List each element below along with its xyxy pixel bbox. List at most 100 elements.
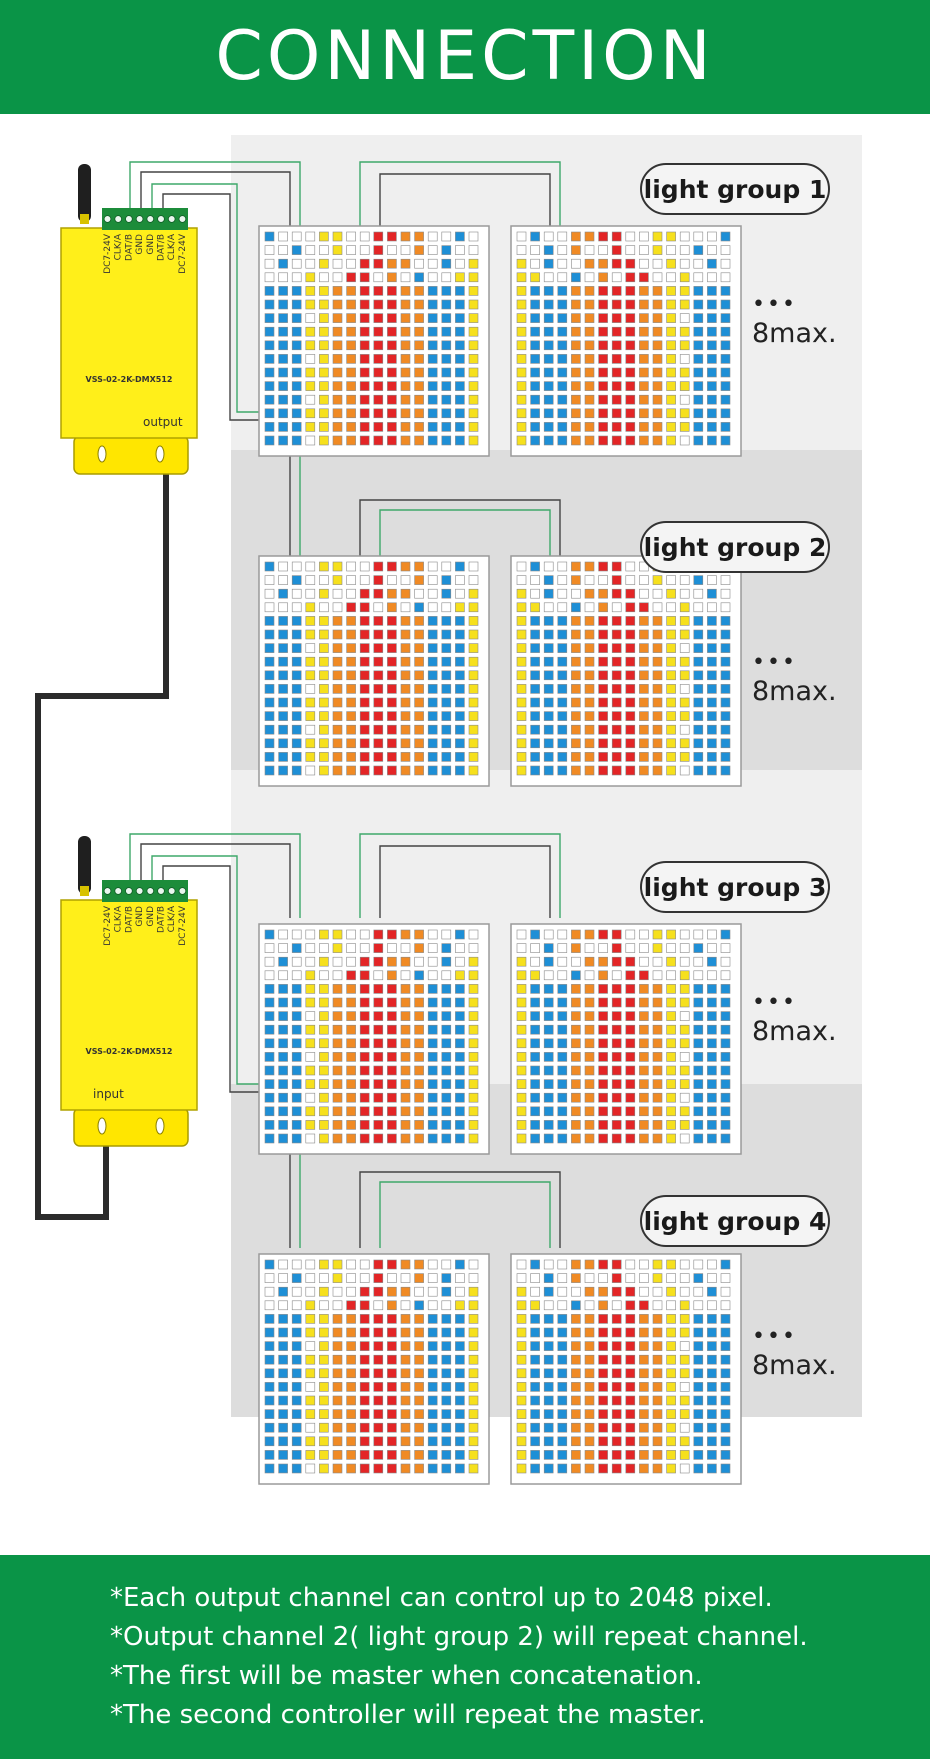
led-pixel (278, 1286, 288, 1297)
led-pixel (543, 408, 554, 419)
led-pixel (666, 231, 676, 242)
led-pixel (373, 1120, 384, 1130)
led-pixel (319, 258, 329, 269)
led-pixel (359, 575, 370, 585)
led-pixel (571, 1286, 581, 1297)
led-pixel (584, 1395, 595, 1406)
led-pixel (373, 643, 384, 653)
led-pixel (693, 313, 704, 323)
led-pixel (625, 422, 636, 432)
led-pixel (373, 1286, 384, 1297)
led-pixel (557, 231, 568, 242)
led-pixel (679, 1106, 690, 1117)
led-pixel (278, 724, 288, 735)
led-pixel (516, 943, 527, 953)
led-pixel (278, 1273, 288, 1283)
led-pixel (441, 1065, 452, 1076)
led-pixel (468, 1300, 479, 1311)
led-pixel (278, 245, 288, 255)
led-pixel (666, 752, 676, 762)
led-pixel (557, 1409, 568, 1419)
led-pixel (373, 1092, 384, 1103)
led-pixel (543, 286, 554, 296)
led-pixel (455, 738, 465, 749)
led-matrix (510, 923, 742, 1155)
led-pixel (639, 656, 649, 667)
led-pixel (625, 1314, 636, 1324)
terminal-label: GND (135, 906, 145, 927)
led-pixel (319, 381, 329, 391)
led-pixel (693, 1382, 704, 1392)
led-pixel (571, 629, 581, 640)
terminal-screw (146, 887, 155, 895)
led-pixel (611, 1092, 622, 1103)
led-pixel (387, 1450, 397, 1460)
led-pixel (332, 738, 343, 749)
led-pixel (639, 1341, 649, 1351)
led-pixel (346, 1463, 356, 1474)
led-pixel (720, 1106, 731, 1117)
led-pixel (557, 575, 568, 585)
led-pixel (557, 394, 568, 405)
led-pixel (441, 984, 452, 994)
led-pixel (557, 1133, 568, 1144)
led-pixel (516, 1409, 527, 1419)
led-pixel (319, 299, 329, 310)
led-pixel (598, 1065, 608, 1076)
led-pixel (332, 1065, 343, 1076)
led-pixel (291, 1106, 302, 1117)
led-pixel (359, 367, 370, 378)
led-pixel (693, 1065, 704, 1076)
led-pixel (693, 575, 704, 585)
led-pixel (530, 286, 540, 296)
led-pixel (611, 1382, 622, 1392)
led-pixel (530, 1409, 540, 1419)
led-pixel (530, 326, 540, 337)
led-pixel (346, 1024, 356, 1035)
led-pixel (373, 956, 384, 967)
led-pixel (693, 697, 704, 708)
led-pixel (707, 711, 717, 721)
led-pixel (427, 1092, 438, 1103)
led-pixel (720, 313, 731, 323)
led-pixel (278, 313, 288, 323)
led-pixel (455, 616, 465, 626)
led-pixel (319, 970, 329, 981)
led-pixel (441, 272, 452, 283)
led-pixel (441, 340, 452, 351)
led-pixel (291, 929, 302, 940)
led-pixel (441, 313, 452, 323)
led-pixel (414, 286, 424, 296)
led-pixel (707, 738, 717, 749)
led-pixel (359, 684, 370, 694)
led-pixel (319, 1133, 329, 1144)
led-pixel (264, 1052, 275, 1062)
led-pixel (639, 367, 649, 378)
terminal-label: DC7-24V (178, 233, 188, 274)
led-pixel (373, 394, 384, 405)
led-pixel (598, 738, 608, 749)
led-pixel (693, 629, 704, 640)
led-pixel (652, 1120, 663, 1130)
led-pixel (414, 435, 424, 446)
led-pixel (679, 313, 690, 323)
led-pixel (468, 643, 479, 653)
led-pixel (264, 997, 275, 1008)
led-pixel (557, 1300, 568, 1311)
led-pixel (557, 286, 568, 296)
led-pixel (584, 1341, 595, 1351)
led-pixel (373, 575, 384, 585)
signal-wire (359, 499, 561, 576)
led-pixel (543, 970, 554, 981)
led-pixel (557, 643, 568, 653)
led-pixel (305, 231, 316, 242)
led-pixel (571, 943, 581, 953)
led-pixel (468, 1341, 479, 1351)
led-pixel (387, 588, 397, 599)
led-pixel (530, 435, 540, 446)
led-pixel (584, 381, 595, 391)
led-pixel (359, 313, 370, 323)
led-pixel (373, 656, 384, 667)
led-pixel (584, 1273, 595, 1283)
led-pixel (693, 997, 704, 1008)
